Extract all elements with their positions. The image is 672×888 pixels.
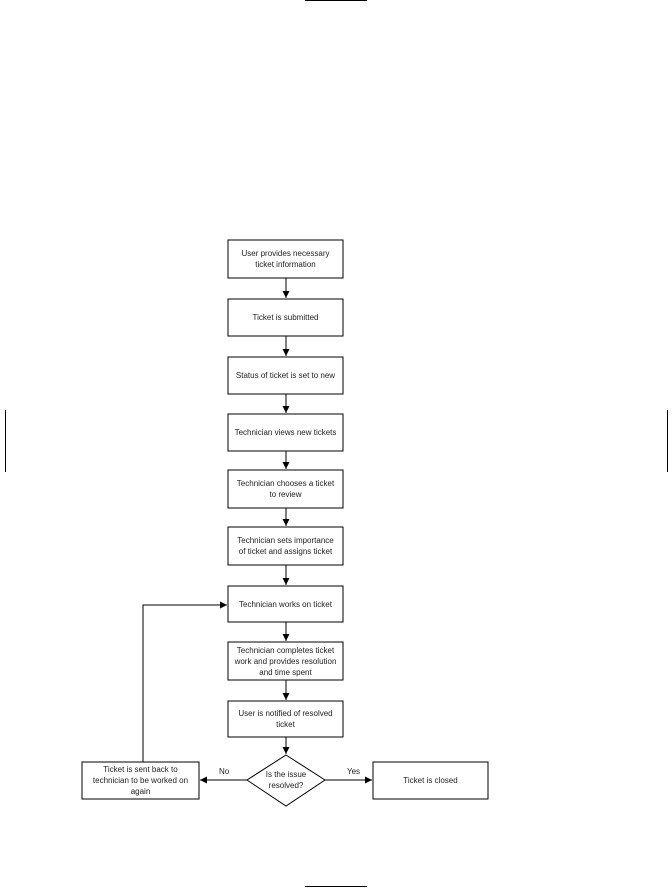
node-box-n11 bbox=[372, 761, 489, 800]
node-box-n8 bbox=[227, 641, 344, 681]
left-margin-mark bbox=[5, 410, 6, 472]
node-label-n7: Technician works on ticket bbox=[239, 599, 332, 609]
right-margin-mark bbox=[667, 410, 668, 472]
node-label-n6: Technician sets importance of ticket and… bbox=[237, 536, 334, 556]
decision-label: Is the issue resolved? bbox=[265, 770, 307, 790]
node-label-n3: Status of ticket is set to new bbox=[235, 371, 336, 380]
node-box-n7 bbox=[227, 585, 344, 623]
node-label-n2: Ticket is submitted bbox=[252, 313, 319, 322]
bottom-page-rule bbox=[305, 886, 367, 887]
node-label-n1: User provides necessary ticket informati… bbox=[241, 249, 330, 269]
edge-label-no: No bbox=[219, 767, 230, 776]
node-box-n2 bbox=[227, 298, 344, 337]
node-label-n10: Ticket is sent back to technician to be … bbox=[92, 765, 189, 796]
node-label-n11: Ticket is closed bbox=[403, 776, 458, 785]
node-box-n3 bbox=[227, 356, 344, 395]
arrow-loop-back bbox=[142, 601, 227, 762]
node-label-n4: Technician views new tickets bbox=[234, 428, 337, 437]
top-page-rule bbox=[305, 0, 367, 1]
node-box-n10 bbox=[81, 761, 200, 800]
decision-diamond bbox=[246, 754, 326, 807]
node-box-n6 bbox=[227, 526, 344, 566]
node-label-n9: User is notified of resolved ticket bbox=[238, 709, 333, 729]
node-box-n9 bbox=[227, 700, 344, 738]
node-label-n8: Technician completes ticket work and pro… bbox=[234, 645, 337, 677]
edge-label-yes: Yes bbox=[347, 767, 361, 776]
node-label-n5: Technician chooses a ticket to review bbox=[236, 479, 335, 499]
node-box-n4 bbox=[227, 413, 344, 452]
